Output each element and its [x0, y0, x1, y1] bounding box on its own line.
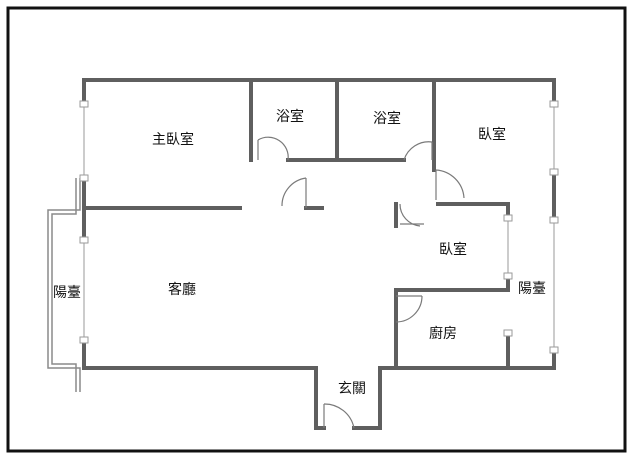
room-label-balcony-left: 陽臺 — [53, 285, 81, 301]
room-label-balcony-right: 陽臺 — [518, 281, 546, 297]
room-label-bathroom-2: 浴室 — [373, 110, 401, 127]
walls — [82, 78, 556, 430]
room-label-entrance: 玄關 — [338, 380, 366, 397]
page-frame — [6, 6, 627, 453]
doors — [257, 136, 465, 429]
room-label-kitchen: 廚房 — [429, 325, 457, 342]
room-label-bedroom-1: 臥室 — [478, 126, 506, 143]
room-label-master-bedroom: 主臥室 — [152, 131, 194, 148]
room-label-bedroom-2: 臥室 — [439, 241, 467, 258]
room-label-living-room: 客廳 — [168, 281, 196, 298]
room-label-bathroom-1: 浴室 — [276, 108, 304, 125]
left-balcony-railing — [47, 178, 81, 392]
windows — [79, 100, 559, 354]
